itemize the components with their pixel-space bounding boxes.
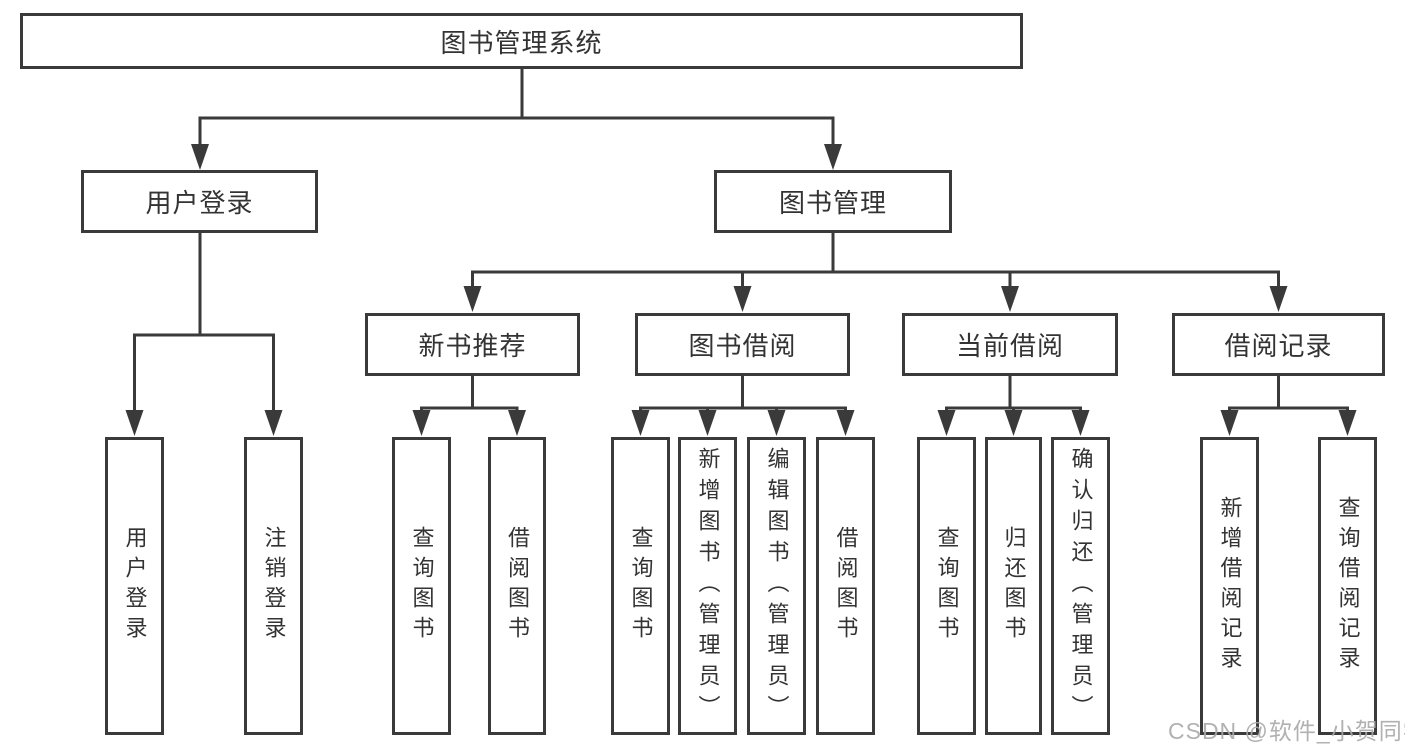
leaf-label: 确认归还（管理员） <box>1068 446 1094 726</box>
node-user-login-branch: 用户登录 <box>81 170 318 233</box>
leaf-label: 查询图书 <box>934 526 960 646</box>
leaf-label: 用户登录 <box>122 526 148 646</box>
node-label: 图书管理系统 <box>440 27 603 58</box>
leaf-label: 查询借阅记录 <box>1335 496 1361 676</box>
leaf-user-login: 用户登录 <box>105 437 164 735</box>
node-current-borrowing: 当前借阅 <box>902 313 1118 376</box>
node-label: 新书推荐 <box>418 331 527 361</box>
leaf-edit-book-admin: 编辑图书（管理员） <box>747 437 806 735</box>
node-new-book-recommendation: 新书推荐 <box>365 313 580 376</box>
node-borrowing-records: 借阅记录 <box>1172 313 1385 376</box>
leaf-label: 查询图书 <box>409 526 435 646</box>
leaf-label: 查询图书 <box>628 526 654 646</box>
leaf-label: 借阅图书 <box>505 526 530 646</box>
leaf-return-book: 归还图书 <box>985 437 1042 735</box>
leaf-label: 借阅图书 <box>833 526 859 646</box>
leaf-add-borrow-record: 新增借阅记录 <box>1200 437 1259 735</box>
node-book-management-branch: 图书管理 <box>714 170 952 233</box>
leaf-label: 新增图书（管理员） <box>695 446 721 726</box>
node-library-management-system: 图书管理系统 <box>20 13 1023 69</box>
csdn-watermark: CSDN @软件_小贺同学 <box>1168 718 1405 744</box>
leaf-borrow-books-borrowing: 借阅图书 <box>816 437 875 735</box>
node-label: 当前借阅 <box>955 331 1064 361</box>
leaf-query-books-recommend: 查询图书 <box>392 437 451 735</box>
node-label: 用户登录 <box>145 188 254 218</box>
node-book-borrowing: 图书借阅 <box>635 313 850 376</box>
leaf-query-books-borrowing: 查询图书 <box>611 437 670 735</box>
node-label: 图书借阅 <box>688 331 797 361</box>
leaf-query-borrow-record: 查询借阅记录 <box>1318 437 1377 735</box>
leaf-confirm-return-admin: 确认归还（管理员） <box>1051 437 1110 735</box>
leaf-add-book-admin: 新增图书（管理员） <box>678 437 737 735</box>
leaf-label: 注销登录 <box>261 526 287 646</box>
leaf-label: 归还图书 <box>1001 526 1027 646</box>
node-label: 借阅记录 <box>1224 331 1333 361</box>
leaf-query-books-current: 查询图书 <box>917 437 976 735</box>
leaf-label: 新增借阅记录 <box>1217 496 1243 676</box>
leaf-label: 编辑图书（管理员） <box>764 446 790 726</box>
leaf-logout: 注销登录 <box>244 437 303 735</box>
leaf-borrow-books-recommend: 借阅图书 <box>488 437 546 735</box>
node-label: 图书管理 <box>778 188 887 218</box>
